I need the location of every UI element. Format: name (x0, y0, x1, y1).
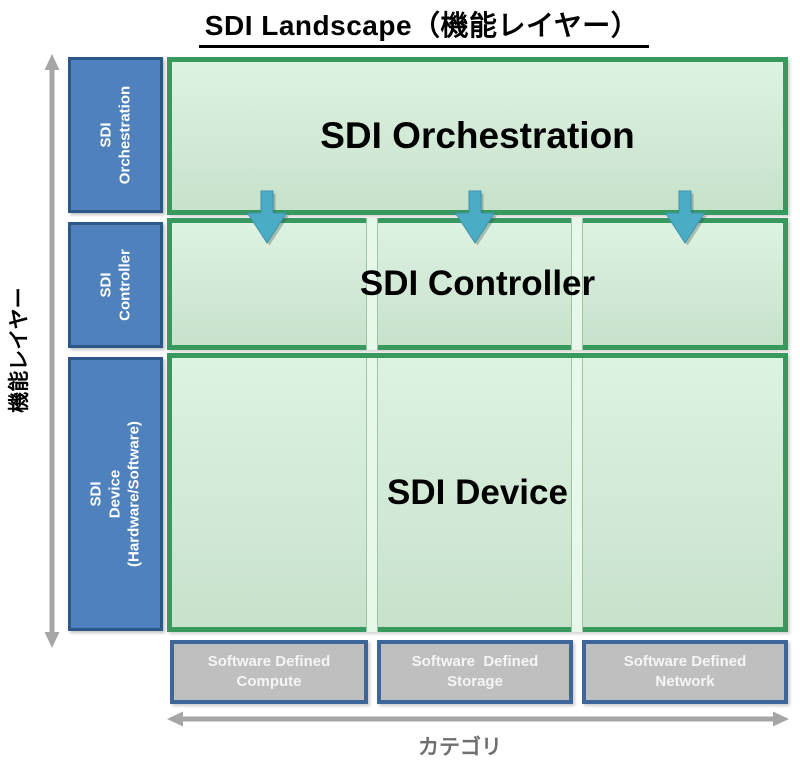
side-label-text: SDI Device (Hardware/Software) (71, 360, 160, 628)
category-line: Compute (236, 673, 302, 690)
column-divider (571, 358, 583, 632)
category-line: Software Defined (623, 652, 747, 670)
side-label-line: SDI (96, 122, 114, 148)
side-label-text: SDI Orchestration (71, 60, 160, 210)
side-label-line: (Hardware/Software) (124, 421, 142, 567)
side-label-box-controller: SDI Controller (68, 222, 163, 348)
category-box-storage: Software Defined Storage (377, 640, 573, 704)
column-divider (571, 218, 583, 350)
category-box-network: Software Defined Network (582, 640, 788, 704)
column-divider (366, 218, 378, 350)
side-label-line: SDI (87, 481, 105, 507)
down-arrow-icon (454, 190, 497, 246)
category-line: Network (655, 673, 715, 690)
horizontal-double-arrow-icon (167, 711, 789, 727)
diagram-title-wrap: SDI Landscape（機能レイヤー） (0, 4, 800, 48)
category-line: Software Defined (207, 652, 331, 670)
x-axis-label: カテゴリ (418, 736, 502, 759)
y-axis-label: 機能レイヤー (8, 287, 31, 413)
side-label-line: SDI (96, 272, 114, 298)
side-label-line: Controller (115, 249, 133, 321)
page-title: SDI Landscape（機能レイヤー） (198, 4, 650, 48)
side-label-box-device: SDI Device (Hardware/Software) (68, 357, 163, 631)
down-arrow-icon (246, 190, 289, 246)
down-arrow-icon (664, 190, 707, 246)
column-divider (366, 358, 378, 632)
side-label-line: Orchestration (115, 85, 133, 185)
side-label-text: SDI Controller (71, 225, 160, 345)
side-label-box-orchestration: SDI Orchestration (68, 57, 163, 213)
category-line: Storage (447, 673, 503, 690)
band-sdi-orchestration (167, 57, 788, 215)
category-line: Software Defined (411, 652, 539, 670)
vertical-double-arrow-icon (44, 54, 60, 648)
band-sdi-device (167, 353, 788, 632)
side-label-line: Device (106, 469, 124, 519)
category-box-compute: Software Defined Compute (170, 640, 368, 704)
